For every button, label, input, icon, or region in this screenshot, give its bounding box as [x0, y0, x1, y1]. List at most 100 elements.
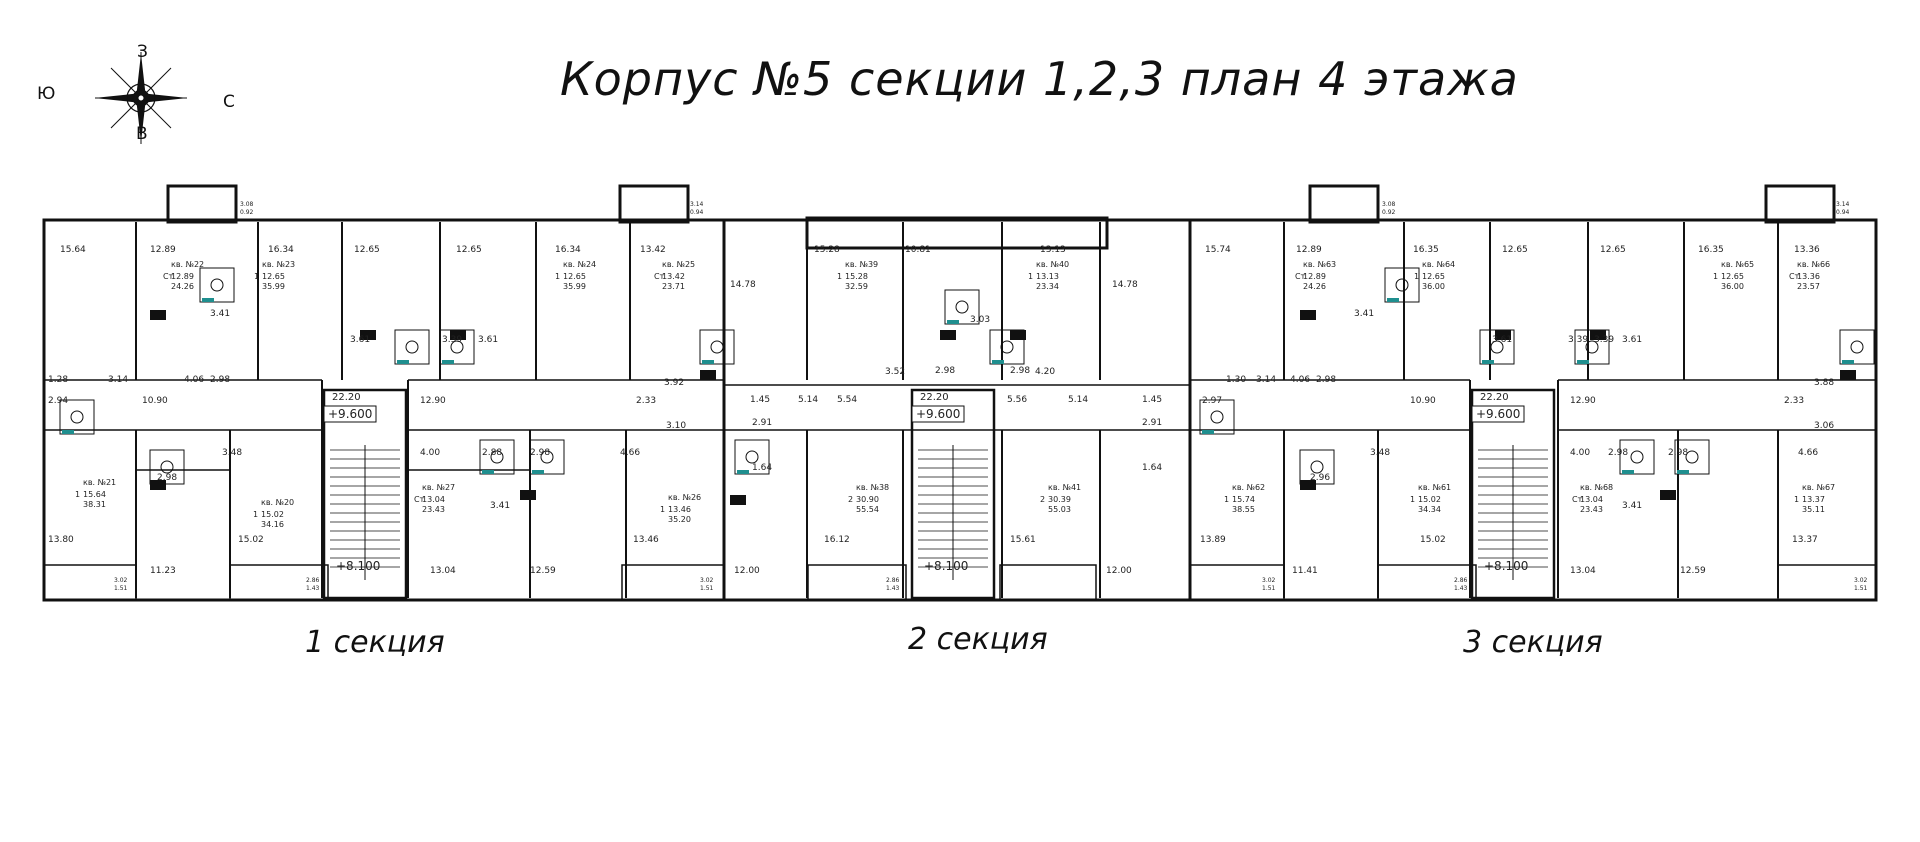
fixture-marker — [1622, 470, 1634, 474]
room-area: 4.00 — [420, 448, 440, 458]
room-area: 5.14 — [798, 395, 818, 405]
fixture-marker — [397, 360, 409, 364]
toilet-icon — [1585, 340, 1599, 354]
room-area: 16.35 — [1698, 245, 1724, 255]
bathroom-16 — [1674, 439, 1710, 475]
level-box-2 — [911, 405, 965, 423]
apartment-living-area: 13.04 — [422, 495, 445, 504]
level-bottom-2: +8.100 — [924, 559, 968, 573]
fixture-marker — [482, 470, 494, 474]
room-area: 14.78 — [730, 280, 756, 290]
toilet-icon — [1490, 340, 1504, 354]
stove-icon — [1300, 480, 1316, 490]
hall-area-2: 22.20 — [920, 392, 949, 403]
toilet-icon — [540, 450, 554, 464]
balcony-area: 1.43 — [306, 585, 320, 592]
room-area: 3.39 — [442, 335, 462, 345]
compass-west-label: Ю — [37, 84, 56, 104]
room-area: 2.94 — [48, 396, 68, 406]
fixture-marker — [1482, 360, 1494, 364]
room-area: 13.89 — [1200, 535, 1226, 545]
toilet-icon — [450, 340, 464, 354]
apartment-number: кв. №39 — [845, 260, 878, 269]
bathroom-3 — [699, 329, 735, 365]
apartment-total-area: 55.54 — [856, 505, 879, 514]
balcony-area: 3.02 — [114, 577, 128, 584]
room-area: 3.14 — [1256, 375, 1276, 385]
toilet-icon — [1210, 410, 1224, 424]
room-area: 3.48 — [222, 448, 242, 458]
room-area: 12.00 — [734, 566, 760, 576]
toilet-icon — [955, 300, 969, 314]
apartment-total-area: 34.16 — [261, 520, 284, 529]
apartment-living-area: 12.89 — [171, 272, 194, 281]
apartment-number: кв. №20 — [261, 498, 294, 507]
room-area: 15.61 — [1010, 535, 1036, 545]
apartment-living-area: 15.02 — [1418, 495, 1441, 504]
room-area: 3.06 — [1814, 421, 1834, 431]
room-area: 15.28 — [814, 245, 840, 255]
apartment-rooms: Ст — [414, 495, 425, 504]
toilet-icon — [1685, 450, 1699, 464]
room-area: 13.04 — [430, 566, 456, 576]
room-area: 2.98 — [1010, 366, 1030, 376]
balcony-area: 0.92 — [1382, 209, 1396, 216]
room-area: 4.00 — [1570, 448, 1590, 458]
fixture-marker — [947, 320, 959, 324]
apartment-rooms: 1 — [1410, 495, 1415, 504]
apartment-rooms: 1 — [660, 505, 665, 514]
fixture-marker — [1387, 298, 1399, 302]
room-area: 13.37 — [1792, 535, 1818, 545]
apartment-rooms: 1 — [1414, 272, 1419, 281]
apartment-rooms: Ст — [163, 272, 174, 281]
section-3-outline — [1188, 218, 1878, 602]
toilet-icon — [1850, 340, 1864, 354]
apartment-number: кв. №21 — [83, 478, 116, 487]
toilet-icon — [1000, 340, 1014, 354]
room-area: 12.90 — [420, 396, 446, 406]
section-1-outline — [42, 218, 726, 602]
apartment-number: кв. №24 — [563, 260, 596, 269]
stove-icon — [700, 370, 716, 380]
apartment-number: кв. №64 — [1422, 260, 1455, 269]
stairwell-1 — [322, 388, 408, 600]
fixture-marker — [442, 360, 454, 364]
balcony-area: 2.86 — [306, 577, 320, 584]
apartment-living-area: 13.13 — [1036, 272, 1059, 281]
toilet-icon — [160, 460, 174, 474]
stove-icon — [1300, 310, 1316, 320]
apartment-total-area: 35.99 — [563, 282, 586, 291]
apartment-total-area: 35.99 — [262, 282, 285, 291]
apartment-living-area: 12.65 — [1422, 272, 1445, 281]
apartment-living-area: 12.65 — [1721, 272, 1744, 281]
balcony-top-3 — [1764, 184, 1836, 224]
level-box-3 — [1471, 405, 1525, 423]
stairwell-3 — [1470, 388, 1556, 600]
room-area: 13.46 — [633, 535, 659, 545]
room-area: 4.20 — [1035, 367, 1055, 377]
apartment-rooms: 1 — [837, 272, 842, 281]
section-1-label: 1 секция — [305, 625, 445, 660]
balcony-area: 3.02 — [1262, 577, 1276, 584]
hall-area-1: 22.20 — [332, 392, 361, 403]
room-area: 3.61 — [1492, 335, 1512, 345]
balcony-bottom-2 — [621, 564, 725, 601]
balcony-area: 0.94 — [1836, 209, 1850, 216]
apartment-rooms: 2 — [1040, 495, 1045, 504]
room-area: 16.34 — [268, 245, 294, 255]
stove-icon — [520, 490, 536, 500]
room-area: 12.59 — [1680, 566, 1706, 576]
room-area: 1.64 — [1142, 463, 1162, 473]
apartment-rooms: 1 — [75, 490, 80, 499]
stove-icon — [1495, 330, 1511, 340]
balcony-area: 1.51 — [114, 585, 128, 592]
room-area: 1.28 — [48, 375, 68, 385]
room-area: 3.61 — [350, 335, 370, 345]
apartment-living-area: 30.39 — [1048, 495, 1071, 504]
balcony-area: 1.51 — [1854, 585, 1868, 592]
bathroom-17 — [59, 399, 95, 435]
apartment-number: кв. №63 — [1303, 260, 1336, 269]
room-area: 2.98 — [530, 448, 550, 458]
stove-icon — [360, 330, 376, 340]
balcony-area: 0.92 — [240, 209, 254, 216]
